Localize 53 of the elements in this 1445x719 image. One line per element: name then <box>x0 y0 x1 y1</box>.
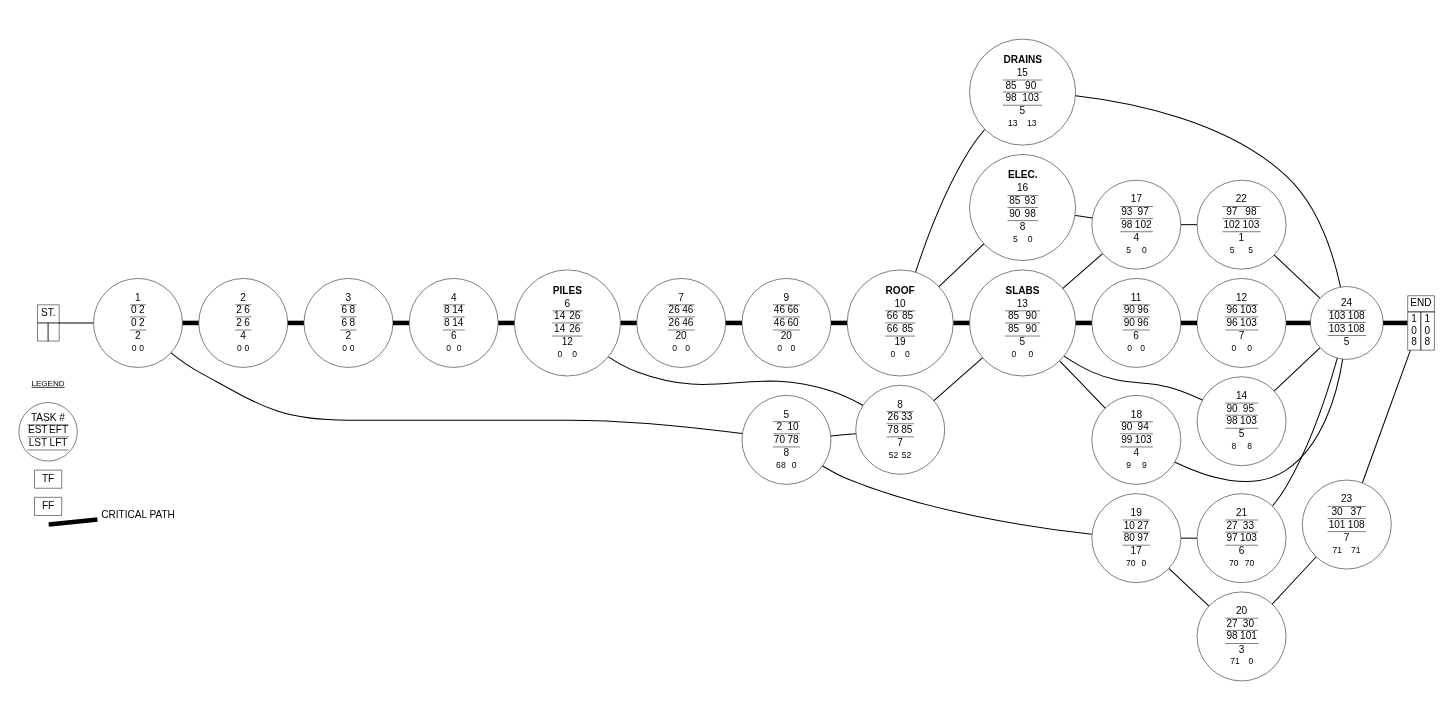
connector <box>822 464 1093 535</box>
node-box: TF <box>34 469 62 488</box>
connector <box>1286 320 1311 325</box>
connector <box>170 351 743 434</box>
node-circle: 14 90 95 98 103 5 8 8 <box>1196 376 1287 466</box>
node-circle: 23 30 37 101 108 7 71 71 <box>1302 479 1392 569</box>
node-circle: ROOF 10 66 85 66 85 19 0 0 <box>846 269 954 376</box>
node-circle: 21 27 33 97 103 6 70 70 <box>1196 492 1287 583</box>
node-circle: 12 96 103 96 103 7 0 0 <box>1196 277 1287 368</box>
connector <box>1059 360 1106 409</box>
node-circle: DRAINS 15 85 90 98 103 5 13 13 <box>969 38 1076 145</box>
node-circle: 9 46 66 46 60 20 0 0 <box>741 277 832 368</box>
node-circle: 4 8 14 8 14 6 0 0 <box>408 277 499 368</box>
node-circle: 7 26 46 26 46 20 0 0 <box>636 277 726 368</box>
node-circle: 20 27 30 98 101 3 71 0 <box>1196 591 1287 681</box>
connector <box>1273 346 1321 391</box>
connector <box>933 356 983 401</box>
node-circle: 2 2 6 2 6 4 0 0 <box>198 277 288 368</box>
node-circle: ELEC. 16 85 93 90 98 8 5 0 <box>969 153 1076 261</box>
connector <box>58 321 94 323</box>
node-circle: TASK # ESTEFT LST LFT <box>18 401 78 461</box>
node-circle: 22 97 98 102 103 1 5 5 <box>1196 179 1287 269</box>
connector <box>1168 567 1210 606</box>
connector <box>1273 254 1321 299</box>
connector <box>1180 537 1198 539</box>
connector <box>1062 252 1103 289</box>
node-circle: 8 26 33 78 85 7 52 52 <box>855 384 945 475</box>
node-circle: 19 10 27 80 97 17 70 0 <box>1091 492 1182 583</box>
node-circle: 24 103 108 103 108 5 <box>1310 285 1384 360</box>
connector <box>1174 358 1344 482</box>
connector <box>830 432 857 436</box>
node-box: FF <box>34 496 62 516</box>
connector <box>1074 214 1093 219</box>
connector <box>938 242 985 287</box>
label: LEGEND <box>31 378 65 388</box>
node-circle: PILES 6 14 26 14 26 12 0 0 <box>514 269 621 376</box>
connector <box>1383 320 1408 325</box>
node-circle: SLABS 13 85 90 85 90 5 0 0 <box>969 269 1076 376</box>
connector <box>1361 349 1411 483</box>
connector <box>1075 94 1342 288</box>
connector <box>1063 355 1203 400</box>
node-circle: 3 6 8 6 8 2 0 0 <box>303 277 394 368</box>
node-circle: 5 2 10 70 78 8 68 0 <box>741 394 832 485</box>
legend-label: CRITICAL PATH <box>101 508 175 520</box>
connector <box>1180 223 1198 225</box>
connector <box>608 355 864 406</box>
node-circle: 1 0 2 0 2 2 0 0 <box>93 277 183 368</box>
connector <box>915 128 986 273</box>
node-circle: 17 93 97 98 102 4 5 0 <box>1091 179 1182 269</box>
node-circle: 11 90 96 90 96 6 0 0 <box>1091 277 1182 368</box>
connector <box>1272 357 1338 507</box>
connector <box>1271 556 1317 605</box>
node-circle: 18 90 94 99 103 4 9 9 <box>1091 394 1182 485</box>
